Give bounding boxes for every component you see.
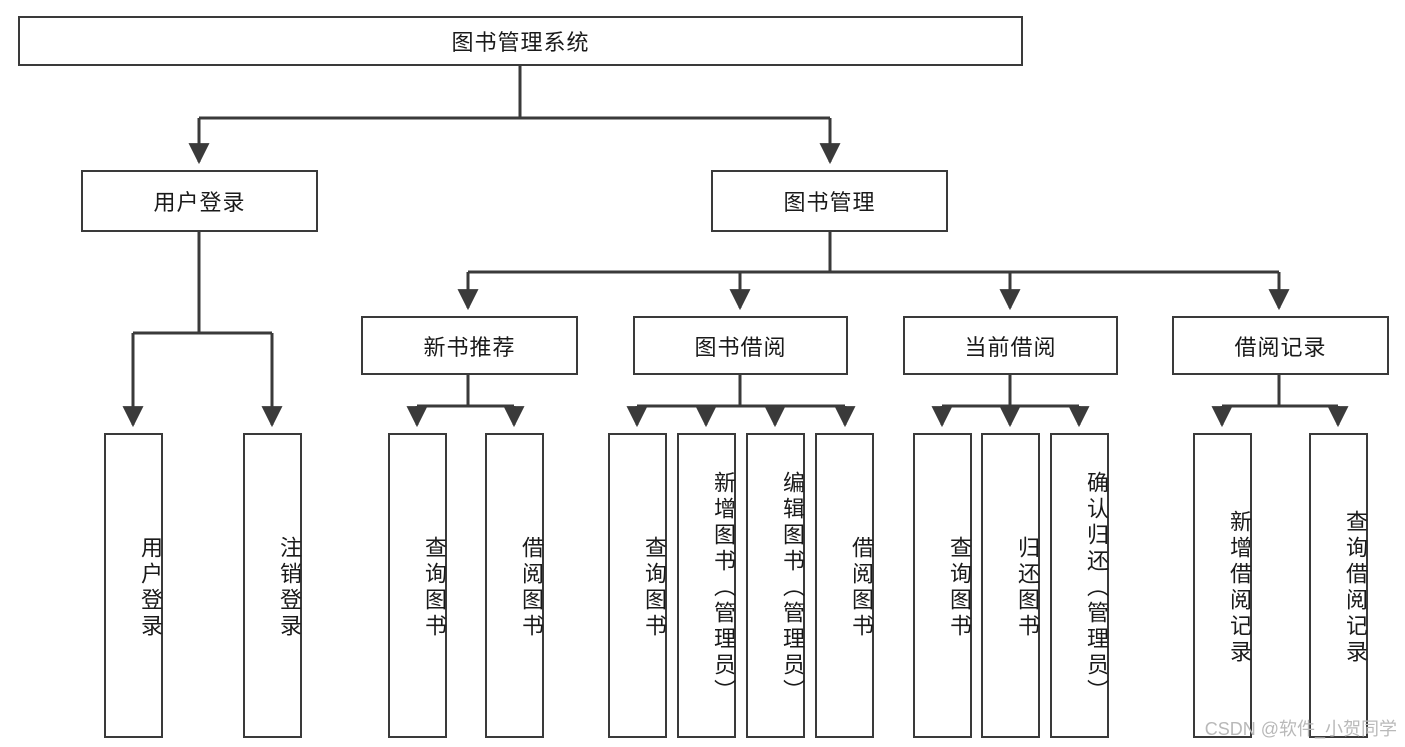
node-user-login-label: 用户登录 xyxy=(153,190,246,215)
node-book-management[interactable]: 图书管理 xyxy=(711,170,948,232)
leaf-borrow-query-book[interactable]: 查询图书 xyxy=(608,433,667,738)
leaf-borrow-add-book[interactable]: 新增图书（管理员） xyxy=(677,433,736,738)
leaf-recommend-query-book-label: 查询图书 xyxy=(422,535,447,640)
leaf-recommend-query-book[interactable]: 查询图书 xyxy=(388,433,447,738)
leaf-current-confirm-return[interactable]: 确认归还（管理员） xyxy=(1050,433,1109,738)
leaf-user-login-logout-label: 注销登录 xyxy=(277,535,302,640)
leaf-current-return-book[interactable]: 归还图书 xyxy=(981,433,1040,738)
node-book-borrow[interactable]: 图书借阅 xyxy=(633,316,848,375)
leaf-current-query-book-label: 查询图书 xyxy=(947,535,972,640)
leaf-borrow-edit-book-label: 编辑图书（管理员） xyxy=(780,470,805,705)
leaf-borrow-edit-book[interactable]: 编辑图书（管理员） xyxy=(746,433,805,738)
watermark-text: CSDN @软件_小贺同学 xyxy=(1204,719,1397,739)
node-user-login[interactable]: 用户登录 xyxy=(81,170,318,232)
leaf-current-query-book[interactable]: 查询图书 xyxy=(913,433,972,738)
node-borrow-record[interactable]: 借阅记录 xyxy=(1172,316,1389,375)
leaf-borrow-query-book-label: 查询图书 xyxy=(642,535,667,640)
leaf-record-add-record-label: 新增借阅记录 xyxy=(1227,509,1252,666)
leaf-recommend-borrow-book-label: 借阅图书 xyxy=(519,535,544,640)
leaf-borrow-borrow-book-label: 借阅图书 xyxy=(849,535,874,640)
node-current-borrow-label: 当前借阅 xyxy=(964,334,1057,360)
leaf-borrow-borrow-book[interactable]: 借阅图书 xyxy=(815,433,874,738)
leaf-record-query-record[interactable]: 查询借阅记录 xyxy=(1309,433,1368,738)
leaf-record-query-record-label: 查询借阅记录 xyxy=(1343,509,1368,666)
leaf-current-return-book-label: 归还图书 xyxy=(1015,535,1040,640)
leaf-recommend-borrow-book[interactable]: 借阅图书 xyxy=(485,433,544,738)
leaf-user-login-login[interactable]: 用户登录 xyxy=(104,433,163,738)
node-book-borrow-label: 图书借阅 xyxy=(694,334,787,360)
leaf-current-confirm-return-label: 确认归还（管理员） xyxy=(1084,470,1109,705)
leaf-record-add-record[interactable]: 新增借阅记录 xyxy=(1193,433,1252,738)
leaf-user-login-login-label: 用户登录 xyxy=(138,535,163,640)
node-current-borrow[interactable]: 当前借阅 xyxy=(903,316,1118,375)
node-borrow-record-label: 借阅记录 xyxy=(1234,334,1327,360)
node-root-label: 图书管理系统 xyxy=(451,30,590,55)
node-new-book-recommend-label: 新书推荐 xyxy=(423,334,516,360)
node-new-book-recommend[interactable]: 新书推荐 xyxy=(361,316,578,375)
node-root[interactable]: 图书管理系统 xyxy=(18,16,1023,66)
node-book-management-label: 图书管理 xyxy=(783,190,876,215)
leaf-user-login-logout[interactable]: 注销登录 xyxy=(243,433,302,738)
leaf-borrow-add-book-label: 新增图书（管理员） xyxy=(711,470,736,705)
